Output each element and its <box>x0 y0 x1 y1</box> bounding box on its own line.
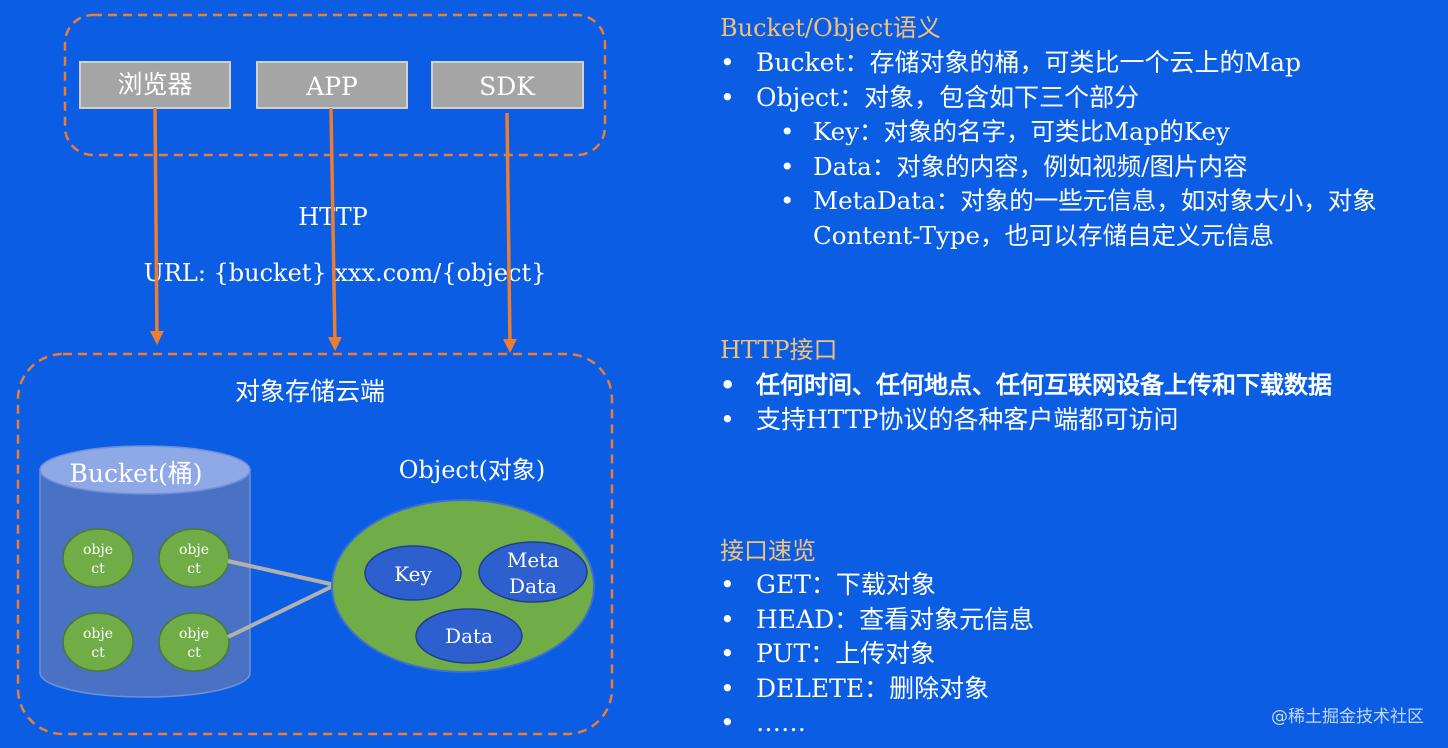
bucket-object-4: obje ct <box>158 612 230 672</box>
http-item: 支持HTTP协议的各种客户端都可访问 <box>720 403 1422 438</box>
client-sdk-label: SDK <box>479 72 536 101</box>
client-app-label: APP <box>305 72 358 101</box>
client-browser-label: 浏览器 <box>117 70 192 99</box>
semantics-sublist: Key：对象的名字，可类比Map的Key Data：对象的内容，例如视频/图片内… <box>700 115 1415 253</box>
arrow-app <box>327 107 342 351</box>
overview-item: DELETE：删除对象 <box>720 672 1420 707</box>
bucket-object-3-line2: ct <box>91 645 105 661</box>
semantics-title: Bucket/Object语义 <box>720 14 941 42</box>
bucket-object-3: obje ct <box>62 612 134 672</box>
bucket-label: Bucket(桶) <box>70 459 203 488</box>
arrow-browser <box>149 107 164 345</box>
client-group-frame <box>63 13 607 157</box>
architecture-diagram: 浏览器 APP SDK HTTP URL: {bucket} xxx.com/{… <box>16 13 614 736</box>
client-app-box: APP <box>256 61 408 109</box>
bucket-object-4-line1: obje <box>179 626 209 642</box>
client-sdk-box: SDK <box>431 61 584 109</box>
client-browser-box: 浏览器 <box>79 61 231 109</box>
text-panel: Bucket/Object语义 Bucket：存储对象的桶，可类比一个云上的Ma… <box>700 0 1440 748</box>
semantics-item: Object：对象，包含如下三个部分 <box>720 81 1420 116</box>
semantics-subitem: Data：对象的内容，例如视频/图片内容 <box>780 150 1415 185</box>
url-pattern-label: URL: {bucket} xxx.com/{object} <box>144 259 547 287</box>
overview-list: GET：下载对象 HEAD：查看对象元信息 PUT：上传对象 DELETE：删除… <box>700 568 1420 741</box>
bucket-object-1-line1: obje <box>83 542 113 558</box>
object-field-key: Key <box>364 545 462 601</box>
object-field-key-label: Key <box>394 562 432 586</box>
semantics-subitem: MetaData：对象的一些元信息，如对象大小，对象Content-Type，也… <box>780 184 1415 253</box>
bucket-object-2-line1: obje <box>179 542 209 558</box>
arrow-sdk <box>502 112 517 353</box>
overview-title: 接口速览 <box>720 537 816 565</box>
watermark: @稀土掘金技术社区 <box>1271 707 1424 727</box>
semantics-item: Bucket：存储对象的桶，可类比一个云上的Map <box>720 46 1420 81</box>
object-field-data-label: Data <box>445 624 493 648</box>
connector-line-top <box>227 559 336 587</box>
http-title: HTTP接口 <box>720 336 838 364</box>
object-label: Object(对象) <box>399 456 546 484</box>
semantics-list: Bucket：存储对象的桶，可类比一个云上的Map Object：对象，包含如下… <box>700 46 1420 115</box>
object-field-data: Data <box>415 608 523 664</box>
bucket-object-3-line1: obje <box>83 626 113 642</box>
bucket-object-4-line2: ct <box>187 645 201 661</box>
overview-item: PUT：上传对象 <box>720 637 1420 672</box>
semantics-subitem: Key：对象的名字，可类比Map的Key <box>780 115 1415 150</box>
bucket-object-1: obje ct <box>62 528 134 588</box>
object-field-meta-line1: Meta <box>507 548 559 572</box>
overview-item: GET：下载对象 <box>720 568 1420 603</box>
http-item: 任何时间、任何地点、任何互联网设备上传和下载数据 <box>720 368 1422 403</box>
connector-line-bottom <box>227 583 336 639</box>
http-list: 任何时间、任何地点、任何互联网设备上传和下载数据 支持HTTP协议的各种客户端都… <box>700 368 1422 437</box>
cloud-storage-frame <box>16 352 614 736</box>
bucket-object-1-line2: ct <box>91 561 105 577</box>
object-field-meta-line2: Data <box>509 574 557 598</box>
bucket-object-2: obje ct <box>158 528 230 588</box>
cloud-storage-title: 对象存储云端 <box>235 377 385 406</box>
object-field-metadata: Meta Data <box>478 541 588 603</box>
bucket-object-2-line2: ct <box>187 561 201 577</box>
overview-item: HEAD：查看对象元信息 <box>720 603 1420 638</box>
overview-item: …… <box>720 706 1420 741</box>
